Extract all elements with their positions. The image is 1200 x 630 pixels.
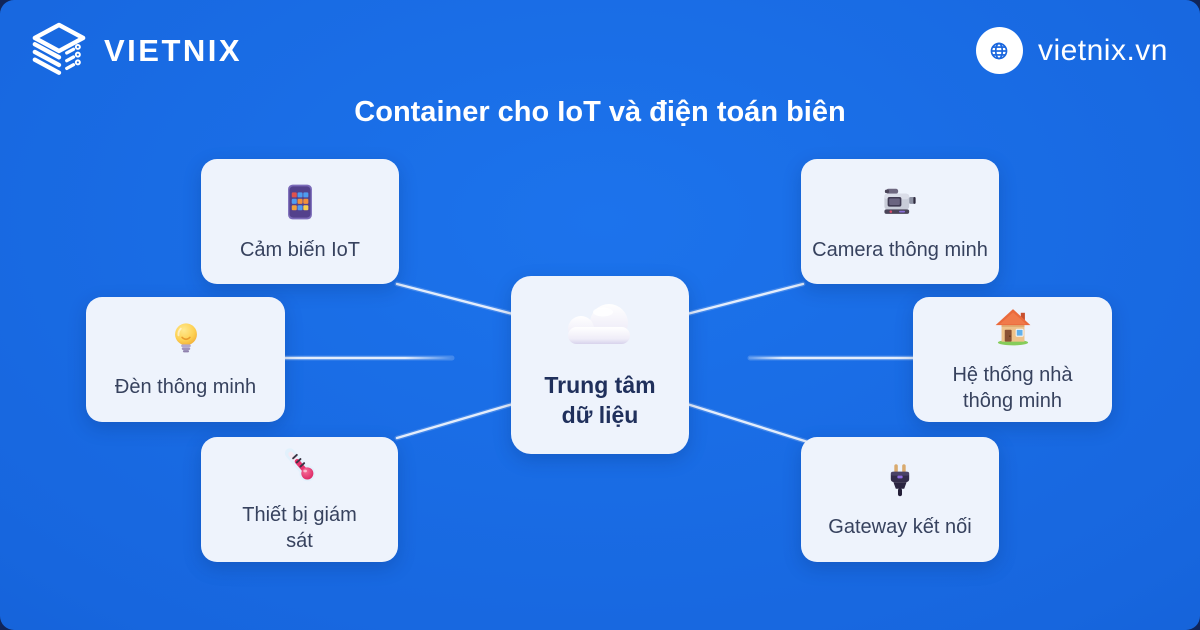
globe-icon bbox=[975, 27, 1023, 74]
website: vietnix.vn bbox=[975, 27, 1168, 74]
node-iot-sensor: Cảm biến IoT bbox=[201, 159, 399, 284]
node-label: Cảm biến IoT bbox=[239, 239, 361, 261]
node-monitor-device: Thiết bị giám sát bbox=[201, 437, 398, 562]
center-label: Trung tâm dữ liệu bbox=[544, 372, 656, 428]
node-smart-light: Đèn thông minh bbox=[86, 297, 285, 422]
node-label: Gateway kết nối bbox=[828, 516, 972, 538]
house-icon bbox=[991, 305, 1035, 349]
page-title: Container cho IoT và điện toán biên bbox=[354, 96, 846, 128]
node-label: Thiết bị giám sát bbox=[242, 504, 357, 552]
line-center-to-smart-camera bbox=[685, 282, 805, 316]
website-url: vietnix.vn bbox=[1037, 33, 1168, 67]
sensor-knobs-icon bbox=[278, 180, 322, 224]
video-camera-icon bbox=[878, 180, 922, 224]
plug-icon bbox=[879, 459, 921, 501]
node-label: Hệ thống nhà thông minh bbox=[952, 364, 1073, 412]
node-gateway: Gateway kết nối bbox=[801, 437, 999, 562]
cloud-icon bbox=[557, 299, 643, 355]
line-center-to-monitor-device bbox=[395, 402, 515, 440]
thermometer-icon bbox=[278, 445, 322, 489]
node-data-center: Trung tâm dữ liệu bbox=[511, 276, 689, 454]
light-bulb-icon bbox=[165, 319, 207, 361]
brand-logo: VIETNIX bbox=[28, 22, 242, 80]
line-center-to-iot-sensor bbox=[395, 282, 515, 316]
brand-name: VIETNIX bbox=[104, 33, 243, 68]
header: VIETNIX vietnix.vn bbox=[0, 0, 1200, 90]
node-smart-camera: Camera thông minh bbox=[801, 159, 999, 284]
node-label: Đèn thông minh bbox=[114, 376, 257, 398]
node-smart-home: Hệ thống nhà thông minh bbox=[913, 297, 1112, 422]
vietnix-stack-logo-icon bbox=[28, 22, 90, 80]
node-label: Camera thông minh bbox=[812, 239, 988, 261]
